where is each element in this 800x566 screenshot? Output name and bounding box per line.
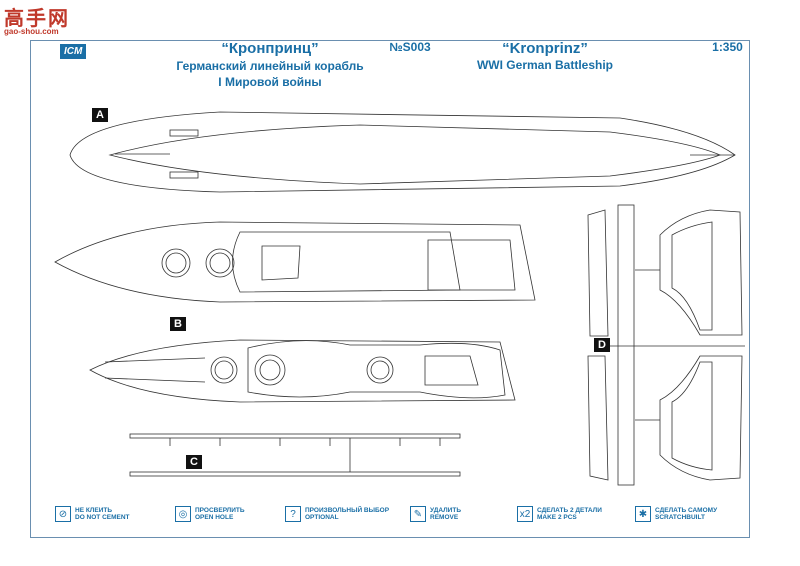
- part-label-a: A: [92, 108, 108, 122]
- part-d-right-top: [659, 209, 743, 336]
- drawing-sheet: [30, 40, 750, 538]
- subtitle-ru-1: Германский линейный корабль: [176, 59, 364, 73]
- watermark-url: gao-shou.com: [4, 27, 59, 36]
- optional-icon: ?: [285, 506, 301, 522]
- scratchbuilt-icon: ✱: [635, 506, 651, 522]
- hull-a-detail: [169, 171, 199, 179]
- rail-c-2: [129, 471, 461, 477]
- part-label-d: D: [594, 338, 610, 352]
- part-label-b: B: [170, 317, 186, 331]
- subtitle-ru-2: I Мировой войны: [218, 75, 322, 89]
- open-hole-icon: ◎: [175, 506, 191, 522]
- deck-b-lower: [89, 339, 516, 403]
- hull-a-inner: [108, 124, 722, 185]
- watermark: 高手网 gao-shou.com: [4, 2, 70, 36]
- subtitle-en: WWI German Battleship: [476, 58, 613, 72]
- title-en: “Kronprinz”: [502, 40, 588, 57]
- remove-icon: ✎: [410, 506, 426, 522]
- hull-a-outline: [69, 111, 736, 193]
- part-d-right-bottom: [659, 355, 743, 481]
- part-label-c: C: [186, 455, 202, 469]
- scale: 1:350: [712, 40, 743, 54]
- no-cement-icon: ⊘: [55, 506, 71, 522]
- part-d-left-top: [587, 209, 609, 337]
- deck-b-upper: [54, 221, 536, 303]
- part-d-left-bottom: [587, 355, 609, 481]
- make-two-icon: x2: [517, 506, 533, 522]
- hull-a-detail: [169, 129, 199, 137]
- watermark-chinese: 高手网: [4, 6, 70, 30]
- catalog-number: №S003: [389, 40, 431, 54]
- title-ru: “Кронпринц”: [221, 40, 319, 57]
- sprue-d-bar: [617, 204, 635, 486]
- brand-logo: ICM: [60, 44, 87, 59]
- rail-c-1: [129, 433, 461, 439]
